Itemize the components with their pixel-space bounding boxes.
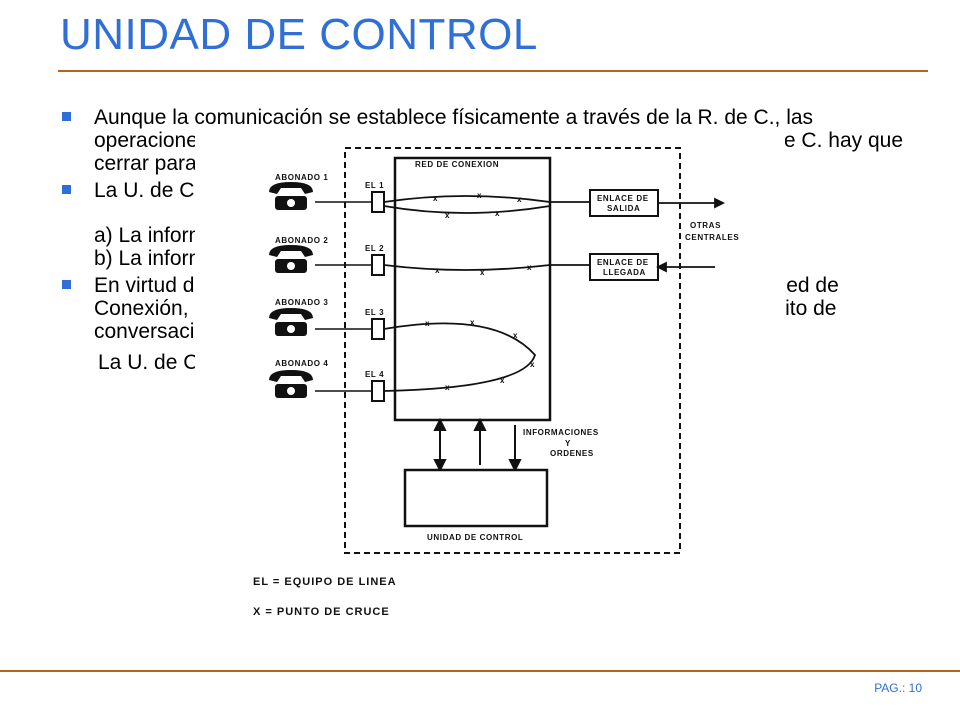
control-unit-box — [403, 468, 549, 528]
slide-title: UNIDAD DE CONTROL — [60, 10, 538, 59]
svg-text:x: x — [445, 211, 450, 220]
other-exchanges-label-1: OTRAS — [690, 221, 721, 230]
line-equipment-label: EL 3 — [365, 308, 384, 317]
local-call-path — [383, 322, 537, 392]
line-equipment-label: EL 1 — [365, 181, 384, 190]
square-bullet-icon — [62, 185, 72, 195]
network-label: RED DE CONEXION — [415, 160, 499, 169]
other-exchanges-label-2: CENTRALES — [685, 233, 739, 242]
line-equipment-label: EL 4 — [365, 370, 384, 379]
subscriber-label: ABONADO 2 — [275, 236, 328, 245]
info-orders-label-3: ORDENES — [550, 449, 594, 458]
info-orders-label-1: INFORMACIONES — [523, 428, 599, 437]
connection-network-block — [393, 156, 552, 422]
subscriber-label: ABONADO 1 — [275, 173, 328, 182]
svg-text:x: x — [425, 319, 430, 328]
svg-text:x: x — [433, 194, 438, 203]
telephone-exchange-diagram: RED DE CONEXION ABONADO 1 EL 1 ABONADO 2… — [195, 130, 785, 635]
svg-text:x: x — [500, 376, 505, 385]
line-equipment-box — [371, 318, 385, 340]
outgoing-trunk-label-1: ENLACE DE — [597, 194, 649, 203]
line-equipment-label: EL 2 — [365, 244, 384, 253]
subscriber-1: ABONADO 1 EL 1 — [269, 173, 385, 213]
subscriber-lines — [315, 201, 372, 392]
subscriber-4: ABONADO 4 EL 4 — [269, 359, 385, 402]
telephone-icon — [269, 370, 313, 398]
page-number: PAG.: 10 — [874, 681, 922, 695]
footer-divider — [0, 670, 960, 672]
path-to-incoming-trunk — [383, 264, 590, 271]
svg-text:x: x — [445, 383, 450, 392]
path-return-1 — [383, 205, 551, 214]
svg-text:x: x — [495, 209, 500, 218]
svg-text:x: x — [480, 268, 485, 277]
incoming-trunk-label-2: LLEGADA — [603, 268, 646, 277]
svg-text:x: x — [477, 191, 482, 200]
outgoing-trunk-box — [589, 189, 659, 217]
connection-paths — [383, 195, 590, 392]
square-bullet-icon — [62, 280, 72, 290]
subscriber-label: ABONADO 4 — [275, 359, 328, 368]
line-equipment-box — [371, 191, 385, 213]
legend-cross-point: X = PUNTO DE CRUCE — [253, 606, 390, 618]
subscriber-label: ABONADO 3 — [275, 298, 328, 307]
legend-line-equipment: EL = EQUIPO DE LINEA — [253, 576, 397, 588]
info-orders-label-2: Y — [565, 439, 571, 448]
telephone-icon — [269, 245, 313, 273]
incoming-trunk-label-1: ENLACE DE — [597, 258, 649, 267]
diagram-svg: RED DE CONEXION ABONADO 1 EL 1 ABONADO 2… — [253, 147, 739, 618]
svg-text:x: x — [530, 360, 535, 369]
line-equipment-box — [371, 380, 385, 402]
incoming-trunk-box — [589, 253, 659, 281]
control-signal-arrows — [433, 417, 522, 473]
control-unit-label: UNIDAD DE CONTROL — [427, 533, 523, 542]
subscriber-2: ABONADO 2 EL 2 — [269, 236, 385, 276]
trunk-lines — [655, 197, 726, 273]
svg-text:x: x — [527, 263, 532, 272]
telephone-icon — [269, 308, 313, 336]
square-bullet-icon — [62, 112, 72, 122]
line-equipment-box — [371, 254, 385, 276]
outgoing-trunk-label-2: SALIDA — [607, 204, 640, 213]
path-to-outgoing-trunk — [383, 195, 590, 203]
svg-text:x: x — [435, 266, 440, 275]
subscriber-3: ABONADO 3 EL 3 — [269, 298, 385, 340]
title-divider — [58, 70, 928, 72]
svg-text:x: x — [470, 318, 475, 327]
telephone-icon — [269, 182, 313, 210]
svg-text:x: x — [517, 195, 522, 204]
svg-text:x: x — [513, 331, 518, 340]
